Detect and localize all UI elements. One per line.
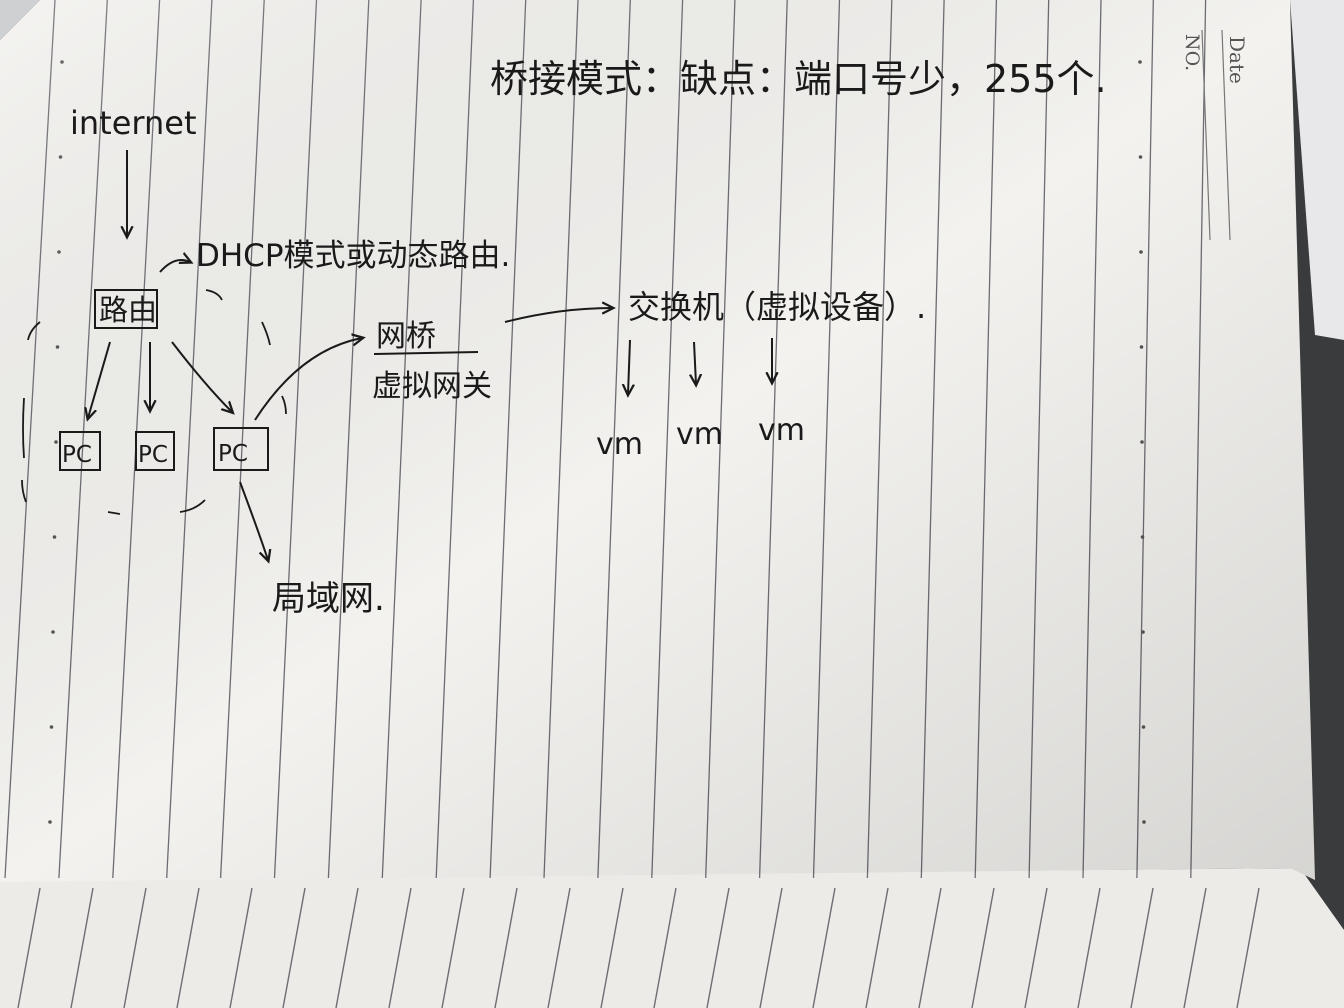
ruled-line xyxy=(494,887,518,1008)
ruled-line xyxy=(17,887,41,1008)
pc-box-1 xyxy=(59,431,101,471)
ruled-line xyxy=(918,887,942,1008)
note-pc-1: PC xyxy=(62,442,92,468)
date-label: Date xyxy=(1225,36,1249,84)
ruled-line xyxy=(812,887,836,1008)
ruled-line xyxy=(123,887,147,1008)
ruled-line xyxy=(971,887,995,1008)
note-switch: 交换机（虚拟设备）. xyxy=(628,288,926,326)
handwritten-notes: 桥接模式：缺点：端口号少，255个. internet DHCP模式或动态路由.… xyxy=(21,57,1107,619)
router-box xyxy=(94,289,158,329)
note-router: 路由 xyxy=(99,293,157,327)
note-pc-2: PC xyxy=(138,442,168,468)
lower-page-lines xyxy=(17,887,1260,1008)
ruled-line xyxy=(1077,887,1101,1008)
note-vm-2: vm xyxy=(676,417,723,452)
note-internet: internet xyxy=(70,104,197,142)
ruled-line xyxy=(865,887,889,1008)
note-bridge: 网桥 xyxy=(376,319,436,354)
ruled-line xyxy=(706,887,730,1008)
note-gateway: 虚拟网关 xyxy=(372,369,492,404)
ruled-line xyxy=(759,887,783,1008)
dashed-lan-boundary xyxy=(21,289,287,515)
ruled-line xyxy=(1024,887,1048,1008)
lan-arrow xyxy=(239,481,268,560)
pc-box-2 xyxy=(135,431,175,471)
no-label: NO. xyxy=(1181,34,1203,71)
ruled-line xyxy=(1130,887,1154,1008)
pc-box-3 xyxy=(213,427,269,471)
ruled-line xyxy=(547,887,571,1008)
lower-page xyxy=(0,868,1344,1008)
ruled-line xyxy=(1236,887,1260,1008)
ruled-line xyxy=(229,887,253,1008)
note-vm-3: vm xyxy=(758,413,805,448)
ruled-line xyxy=(441,887,465,1008)
note-pc-3: PC xyxy=(218,441,248,467)
ruled-line xyxy=(600,887,624,1008)
note-dhcp: DHCP模式或动态路由. xyxy=(196,238,510,274)
dhcp-arrow xyxy=(159,260,190,273)
note-vm-1: vm xyxy=(596,427,643,462)
ruled-line xyxy=(335,887,359,1008)
note-title: 桥接模式：缺点：端口号少，255个. xyxy=(490,57,1107,101)
ruled-line xyxy=(1183,887,1207,1008)
ruled-line xyxy=(388,887,412,1008)
ruled-line xyxy=(70,887,94,1008)
ruled-line xyxy=(176,887,200,1008)
back-cover xyxy=(1290,0,1344,340)
ruled-line xyxy=(282,887,306,1008)
note-lan: 局域网. xyxy=(272,579,385,619)
ruled-line xyxy=(653,887,677,1008)
switch-arrow xyxy=(504,308,612,323)
bridge-arrow xyxy=(254,338,362,421)
